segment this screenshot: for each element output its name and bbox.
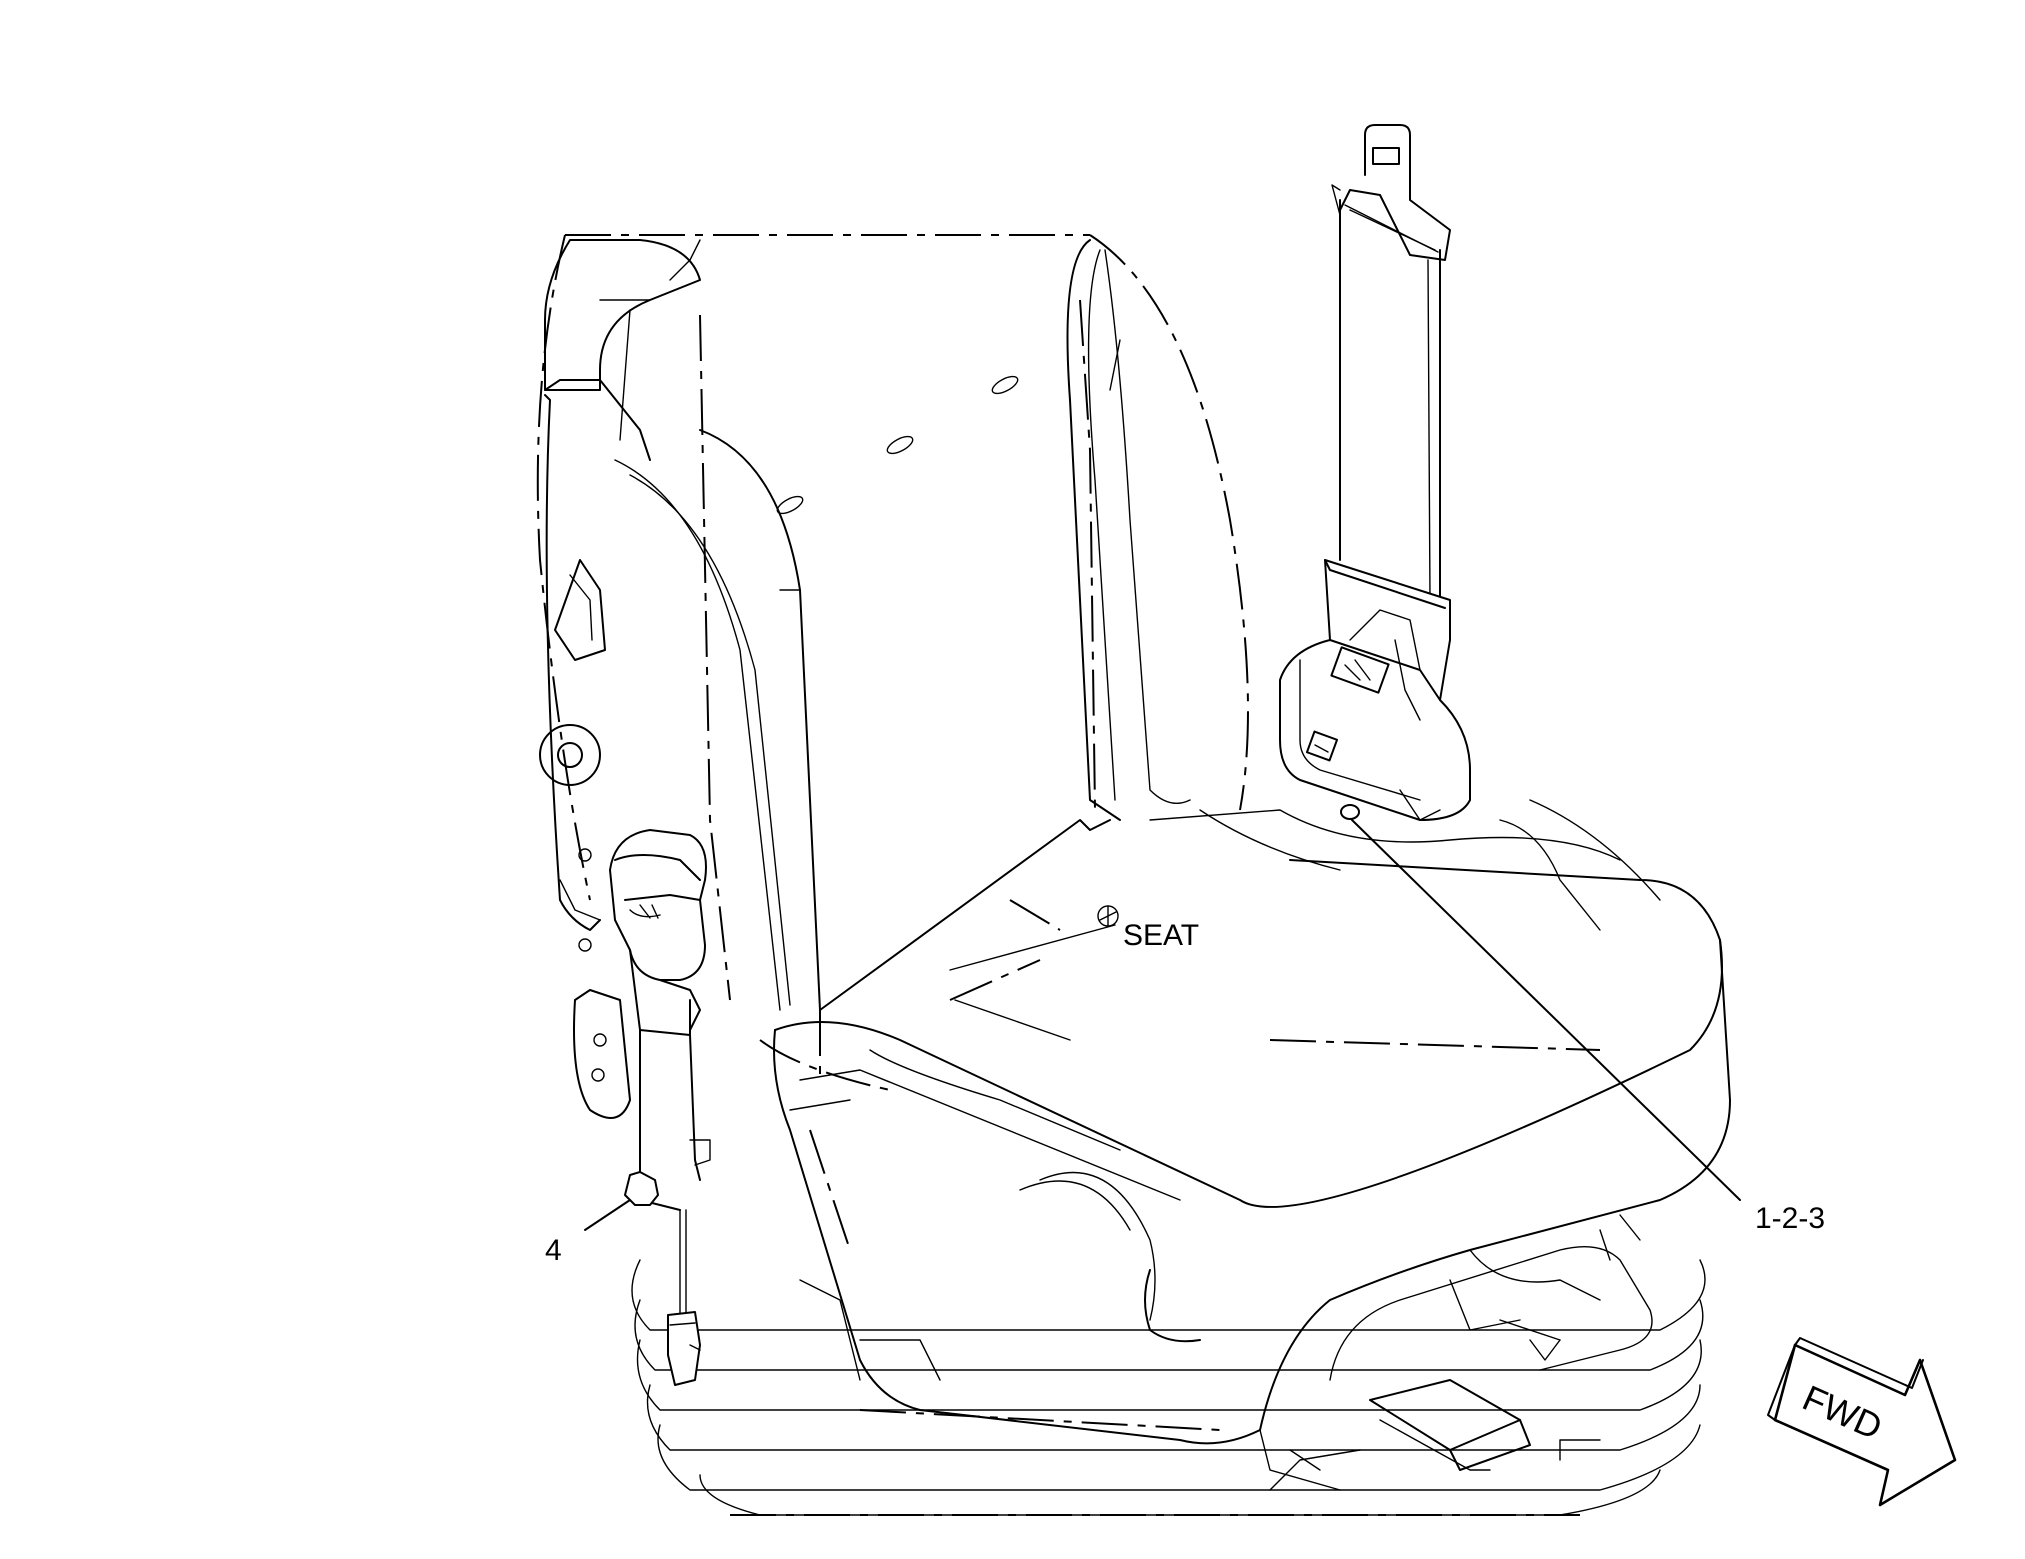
retractor-belt-assembly	[1149, 124, 1661, 931]
seat-reference-marker	[949, 905, 1119, 971]
seat-cushion	[773, 859, 1731, 1491]
buckle-assembly	[609, 829, 711, 1386]
callout-label-4: 4	[545, 1234, 562, 1267]
forward-direction-arrow: FWD	[1767, 1337, 1957, 1507]
callout-label-seat: SEAT	[1123, 919, 1199, 952]
seat-adjuster-handle	[1269, 1214, 1653, 1491]
callout-label-123: 1-2-3	[1755, 1202, 1825, 1235]
seat-back	[536, 234, 1249, 1119]
seat-suspension-base	[631, 1259, 1706, 1516]
leader-line-123	[1351, 819, 1741, 1201]
leader-line-4	[584, 1199, 631, 1231]
